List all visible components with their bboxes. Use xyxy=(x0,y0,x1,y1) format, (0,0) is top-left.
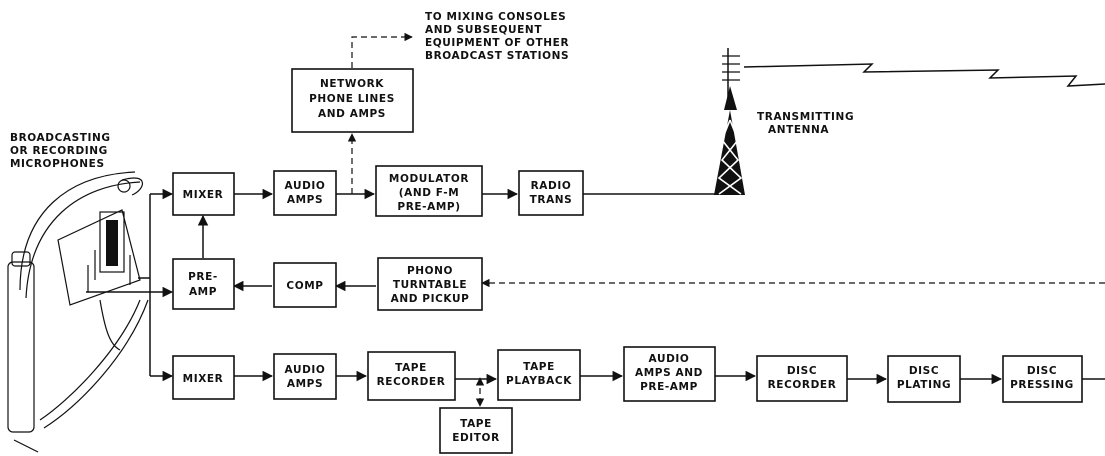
block-label: AMP xyxy=(189,286,217,298)
mixer-bottom-block: MIXER xyxy=(172,355,235,400)
phono-turntable-block: PHONO TURNTABLE AND PICKUP xyxy=(377,257,483,311)
antenna-label-line: ANTENNA xyxy=(768,124,829,136)
block-label: AUDIO xyxy=(285,364,326,376)
block-label: RADIO xyxy=(531,180,572,192)
audio-amps-preamp-block: AUDIO AMPS AND PRE-AMP xyxy=(623,346,716,402)
block-label: AND PICKUP xyxy=(391,293,470,305)
microphones-label-line: MICROPHONES xyxy=(10,158,105,170)
mixing-note-line: EQUIPMENT OF OTHER xyxy=(425,37,569,49)
antenna-label-line: TRANSMITTING xyxy=(757,111,854,123)
tape-recorder-block: TAPE RECORDER xyxy=(367,351,456,401)
tape-playback-block: TAPE PLAYBACK xyxy=(497,349,581,401)
block-label: PRE-AMP) xyxy=(397,201,460,213)
block-label: TRANS xyxy=(530,194,573,206)
block-label: RECORDER xyxy=(377,376,446,388)
microphones-label-line: BROADCASTING xyxy=(10,132,111,144)
mixing-note-line: TO MIXING CONSOLES xyxy=(425,11,566,23)
block-label: PRESSING xyxy=(1010,379,1074,391)
block-label: PHONE LINES xyxy=(309,93,395,105)
block-label: PRE- xyxy=(188,271,218,283)
block-label: PHONO xyxy=(407,265,453,277)
disc-plating-block: DISC PLATING xyxy=(887,355,961,403)
block-label: PLATING xyxy=(897,379,951,391)
microphones-label-line: OR RECORDING xyxy=(10,145,108,157)
antenna-label: TRANSMITTING ANTENNA xyxy=(757,111,854,136)
block-label: MODULATOR xyxy=(389,173,469,185)
disc-pressing-block: DISC PRESSING xyxy=(1002,355,1083,403)
block-label: AMPS AND xyxy=(635,367,703,379)
block-label: TURNTABLE xyxy=(393,279,467,291)
block-label: COMP xyxy=(286,280,323,292)
block-label: AND AMPS xyxy=(318,108,386,120)
radio-trans-block: RADIO TRANS xyxy=(518,170,584,216)
pre-amp-block: PRE- AMP xyxy=(172,258,235,310)
audio-amps-bottom-block: AUDIO AMPS xyxy=(273,353,337,400)
block-label: MIXER xyxy=(183,189,224,201)
block-label: RECORDER xyxy=(768,379,837,391)
block-label: AUDIO xyxy=(649,353,690,365)
network-phone-lines-block: NETWORK PHONE LINES AND AMPS xyxy=(291,68,414,133)
block-label: DISC xyxy=(909,365,939,377)
block-label: NETWORK xyxy=(320,78,384,90)
mixing-consoles-note: TO MIXING CONSOLES AND SUBSEQUENT EQUIPM… xyxy=(425,11,569,62)
mixer-top-block: MIXER xyxy=(172,172,235,216)
block-label: PRE-AMP xyxy=(640,381,698,393)
block-label: TAPE xyxy=(395,362,427,374)
mixing-note-line: BROADCAST STATIONS xyxy=(425,50,569,62)
audio-amps-top-block: AUDIO AMPS xyxy=(273,170,337,216)
mixing-note-line: AND SUBSEQUENT xyxy=(425,24,542,36)
block-label: AUDIO xyxy=(285,180,326,192)
transmitting-antenna-icon xyxy=(714,48,745,195)
block-label: (AND F-M xyxy=(399,187,460,199)
signal-paths xyxy=(86,32,1105,407)
comp-block: COMP xyxy=(273,262,337,308)
microphone-studio-illustration xyxy=(7,171,149,453)
block-label: TAPE xyxy=(523,361,555,373)
block-label: PLAYBACK xyxy=(506,375,572,387)
disc-recorder-block: DISC RECORDER xyxy=(756,355,848,402)
block-label: AMPS xyxy=(287,378,323,390)
modulator-block: MODULATOR (AND F-M PRE-AMP) xyxy=(375,165,483,217)
tape-editor-block: TAPE EDITOR xyxy=(439,407,513,454)
block-label: AMPS xyxy=(287,194,323,206)
microphones-label: BROADCASTING OR RECORDING MICROPHONES xyxy=(10,132,111,170)
block-label: MIXER xyxy=(183,373,224,385)
block-label: DISC xyxy=(1027,365,1057,377)
block-label: EDITOR xyxy=(452,432,500,444)
block-label: DISC xyxy=(787,365,817,377)
block-label: TAPE xyxy=(460,418,492,430)
